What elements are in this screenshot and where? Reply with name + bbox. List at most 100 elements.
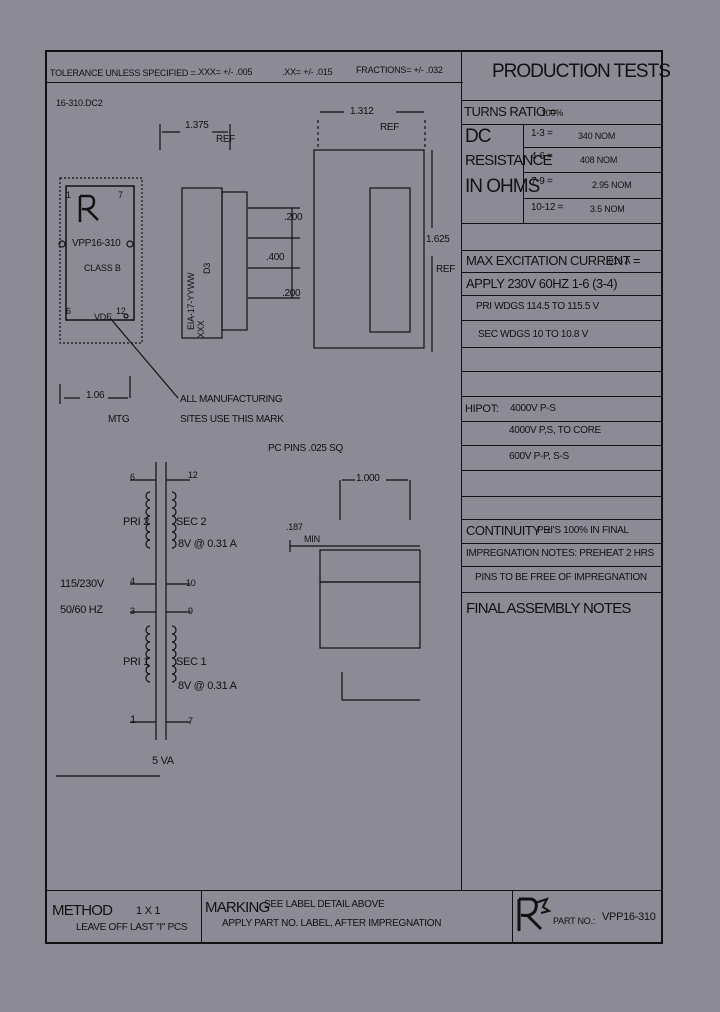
label-pin-12: 12 bbox=[116, 306, 126, 316]
dim-1375: 1.375 bbox=[185, 120, 209, 131]
apply-part-label: APPLY PART NO. LABEL, AFTER IMPREGNATION bbox=[222, 918, 442, 929]
tolerance-xxx: .XXX= +/- .005 bbox=[196, 67, 253, 77]
rule bbox=[201, 890, 202, 944]
rule bbox=[462, 347, 663, 348]
side-code-2: D3 bbox=[202, 262, 212, 274]
marking-label: MARKING bbox=[205, 899, 270, 916]
dim-1625: 1.625 bbox=[426, 234, 450, 245]
sec2-label: SEC 2 bbox=[176, 516, 207, 528]
min-label: MIN bbox=[304, 534, 320, 544]
rule bbox=[462, 566, 663, 567]
drawing-ref: 16-310.DC2 bbox=[56, 98, 103, 108]
dc-label: DC bbox=[465, 126, 491, 147]
sch-pin-3: 3 bbox=[130, 606, 135, 616]
ref-label-2: REF bbox=[380, 122, 400, 133]
dim-1312: 1.312 bbox=[350, 106, 374, 117]
input-frequency: 50/60 HZ bbox=[60, 604, 103, 616]
label-pin-6: 6 bbox=[66, 306, 71, 316]
dim-400: .400 bbox=[266, 252, 285, 263]
pc-pins-label: PC PINS .025 SQ bbox=[268, 443, 343, 454]
label-class: CLASS B bbox=[84, 263, 121, 273]
power-rating: 5 VA bbox=[152, 755, 174, 767]
rule bbox=[462, 592, 663, 593]
turns-ratio-value: 100% bbox=[541, 108, 564, 118]
dim-1000: 1.000 bbox=[356, 473, 380, 484]
dim-187: .187 bbox=[286, 522, 303, 532]
label-pin-1: 1 bbox=[66, 190, 71, 200]
header-divider bbox=[45, 82, 463, 83]
sch-pin-9: 9 bbox=[188, 606, 193, 616]
sch-pin-10: 10 bbox=[186, 578, 196, 588]
rule bbox=[462, 445, 663, 446]
sch-pin-12: 12 bbox=[188, 470, 198, 480]
apply-voltage: APPLY 230V 60HZ 1-6 (3-4) bbox=[466, 276, 618, 291]
sec-wdgs: SEC WDGS 10 TO 10.8 V bbox=[478, 329, 589, 340]
res-pins-4: 10-12 = bbox=[531, 202, 564, 213]
sch-pin-4: 4 bbox=[130, 576, 135, 586]
tolerance-fractions: FRACTIONS= +/- .032 bbox=[356, 65, 443, 75]
method-value: 1 X 1 bbox=[136, 905, 161, 917]
rule bbox=[523, 147, 663, 148]
panel-divider bbox=[461, 50, 462, 890]
rule bbox=[462, 470, 663, 471]
rule bbox=[462, 496, 663, 497]
hipot-2: 4000V P,S, TO CORE bbox=[509, 425, 601, 436]
sch-pin-6: 6 bbox=[130, 472, 135, 482]
rule bbox=[523, 124, 524, 223]
hipot-1: 4000V P-S bbox=[510, 403, 556, 414]
mark-note-2: SITES USE THIS MARK bbox=[180, 414, 284, 425]
rule bbox=[512, 890, 513, 944]
pri1-label: PRI 1 bbox=[123, 656, 150, 668]
rule bbox=[523, 198, 663, 199]
res-value-2: 408 NOM bbox=[580, 155, 618, 165]
mtg-label: MTG bbox=[108, 414, 130, 425]
label-part: VPP16-310 bbox=[72, 238, 121, 249]
side-code-1: EIA-17-YYWW bbox=[186, 272, 196, 330]
sch-pin-1: 1 bbox=[130, 714, 136, 726]
dim-200-top: .200 bbox=[284, 212, 303, 223]
sec2-rating: 8V @ 0.31 A bbox=[178, 538, 237, 550]
input-voltage: 115/230V bbox=[60, 578, 104, 590]
rule bbox=[462, 371, 663, 372]
rule bbox=[462, 320, 663, 321]
final-assembly-title: FINAL ASSEMBLY NOTES bbox=[466, 600, 631, 617]
rule bbox=[462, 519, 663, 520]
rule bbox=[462, 223, 663, 224]
impregnation-notes: IMPREGNATION NOTES: PREHEAT 2 HRS bbox=[466, 548, 654, 559]
rule bbox=[462, 421, 663, 422]
continuity-value: PRI'S 100% IN FINAL bbox=[537, 525, 629, 536]
company-logo-icon bbox=[517, 897, 552, 931]
sch-pin-7: 7 bbox=[188, 716, 193, 726]
pri2-label: PRI 2 bbox=[123, 516, 150, 528]
hipot-label: HIPOT: bbox=[465, 403, 499, 415]
rule bbox=[462, 124, 663, 125]
rule bbox=[462, 272, 663, 273]
rule bbox=[523, 172, 663, 173]
max-excitation-label: MAX EXCITATION CURRENT = bbox=[466, 253, 641, 268]
rule bbox=[462, 543, 663, 544]
max-excitation-value: .016 A bbox=[606, 256, 631, 266]
sec1-label: SEC 1 bbox=[176, 656, 207, 668]
res-value-1: 340 NOM bbox=[578, 131, 616, 141]
turns-ratio-label: TURNS RATIO = bbox=[464, 104, 556, 119]
rule bbox=[462, 295, 663, 296]
mark-note-1: ALL MANUFACTURING bbox=[180, 394, 283, 405]
hipot-3: 600V P-P, S-S bbox=[509, 451, 569, 462]
rule bbox=[462, 100, 663, 101]
part-no-value: VPP16-310 bbox=[602, 911, 656, 923]
marking-value: SEE LABEL DETAIL ABOVE bbox=[264, 899, 385, 910]
res-value-3: 2.95 NOM bbox=[592, 180, 632, 190]
res-pins-3: 7-9 = bbox=[531, 176, 553, 187]
side-code-3: XXX bbox=[196, 320, 206, 338]
ref-label-1: REF bbox=[216, 134, 236, 145]
label-vde: VDE bbox=[94, 312, 112, 322]
pri-wdgs: PRI WDGS 114.5 TO 115.5 V bbox=[476, 301, 599, 312]
res-pins-1: 1-3 = bbox=[531, 128, 553, 139]
dim-106: 1.06 bbox=[86, 390, 105, 401]
production-tests-title: PRODUCTION TESTS bbox=[492, 61, 671, 82]
rule bbox=[45, 890, 663, 891]
method-label: METHOD bbox=[52, 902, 113, 919]
label-logo-icon bbox=[78, 194, 99, 222]
res-value-4: 3.5 NOM bbox=[590, 204, 625, 214]
resistance-label: RESISTANCE bbox=[465, 152, 553, 169]
